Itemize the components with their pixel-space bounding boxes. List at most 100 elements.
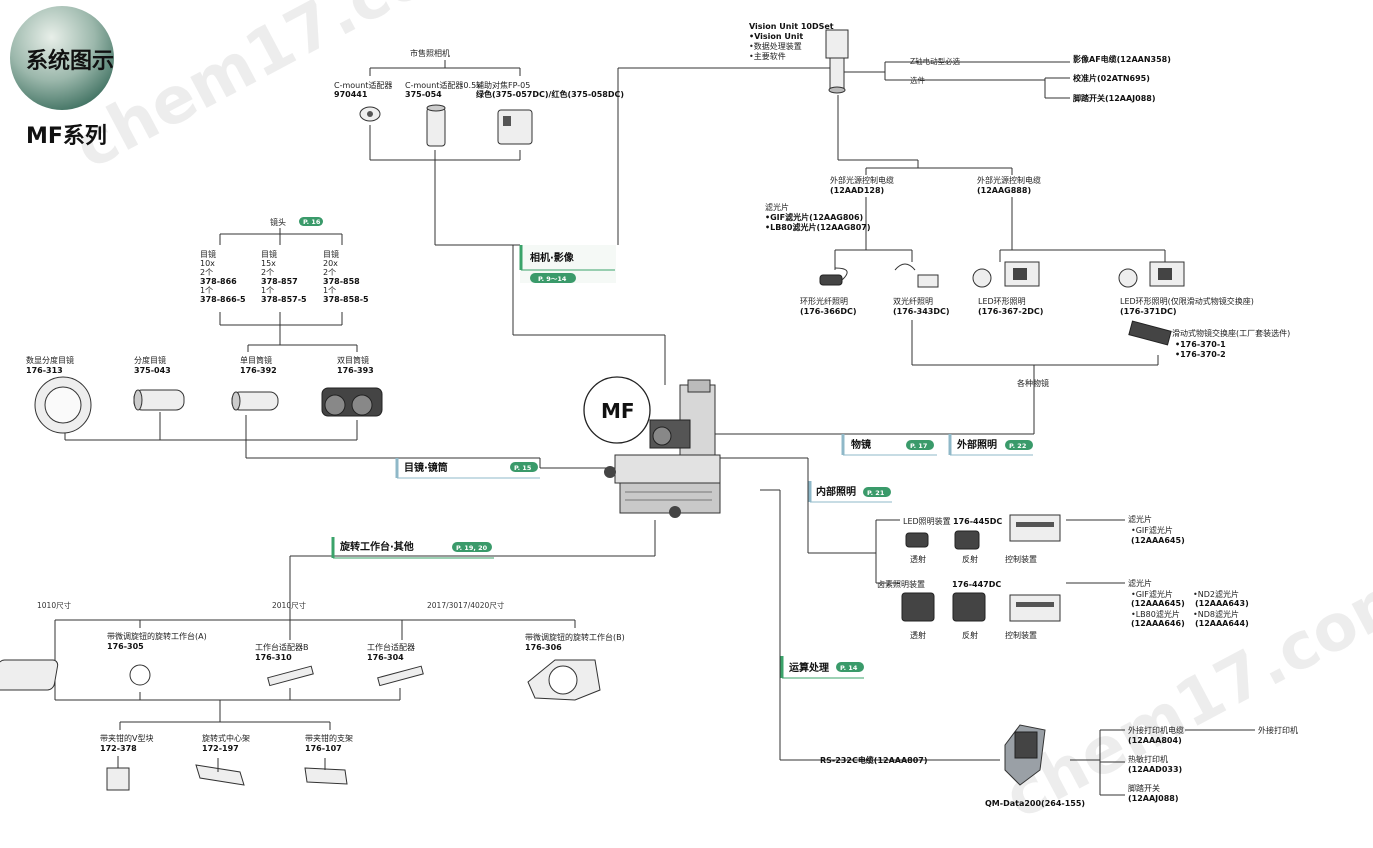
mf-circle [583, 376, 651, 444]
qm-data200-label: QM-Data200(264-155) [985, 799, 1085, 808]
ext-light-4-code: (176-371DC) [1120, 307, 1177, 316]
mf-label: MF [601, 399, 635, 423]
stage-item-1-code: 176-305 [107, 642, 144, 651]
stage-size-2010: 2010尺寸 [272, 600, 307, 610]
vision-unit-line-1: •Vision Unit [749, 32, 803, 41]
led-unit-code: 176-445DC [953, 517, 1002, 526]
header-circle [10, 6, 114, 110]
stage-acc-2-code: 172-197 [202, 744, 239, 753]
ext-light-2-name: 双光纤照明 [893, 296, 933, 306]
external-printer-label: 外接打印机 [1258, 725, 1298, 735]
section-eyepiece-badge [510, 462, 538, 472]
connector-lines [54, 60, 1255, 796]
led-transmitted-icon [905, 532, 929, 548]
led-transmitted-label: 透射 [910, 554, 926, 564]
mf-machine: MF [583, 376, 721, 518]
section-stage-page: P. 19, 20 [456, 544, 488, 552]
section-processing: 运算处理 P. 14 [780, 656, 864, 679]
section-stage-label: 旋转工作台·其他 [339, 540, 414, 553]
v-block-icon [106, 767, 130, 791]
filter-halogen-gif-code: (12AAA645) [1131, 599, 1185, 608]
section-objective-page: P. 17 [910, 442, 927, 450]
proc-item-1-code: (12AAA804) [1128, 736, 1182, 745]
vision-unit-group: Vision Unit 10DSet •Vision Unit •数据处理装置 … [749, 22, 1171, 103]
section-objective-badge [906, 440, 934, 450]
processing-group: RS-232C电缆(12AAA807) QM-Data200(264-155) … [820, 724, 1298, 808]
ring-fiber-light-icon [819, 274, 843, 286]
halogen-controller-label: 控制装置 [1005, 630, 1037, 640]
section-external-light-badge [1005, 440, 1033, 450]
led-reflected-icon [954, 530, 980, 550]
ext-light-3-code: (176-367-2DC) [978, 307, 1043, 316]
eyepiece-2-name: 分度目镜 [134, 355, 166, 365]
section-objective-label: 物镜 [851, 438, 871, 451]
lens-title: 镜头 [270, 217, 286, 227]
eyepiece-4-name: 双目筒镜 [337, 355, 369, 365]
ext-light-4-name: LED环形照明(仅限滑动式物镜交换座) [1120, 296, 1254, 306]
section-stage: 旋转工作台·其他 P. 19, 20 [331, 537, 494, 559]
rs232c-cable-label: RS-232C电缆(12AAA807) [820, 755, 928, 765]
section-eyepiece-page: P. 15 [514, 464, 532, 472]
camera-item-1-name: C-mount适配器 [334, 80, 392, 90]
lens-2-line-3: 2个 [261, 268, 274, 277]
section-stage-badge [452, 542, 492, 552]
dual-fiber-light-icon [894, 263, 916, 271]
filter-led-gif: •GIF滤光片 [1131, 525, 1173, 535]
light-cable-1-code: (12AAD128) [830, 186, 884, 195]
led-controller-icon [1009, 514, 1061, 542]
focus-pilot-icon [497, 109, 533, 145]
filter-top-title: 滤光片 [765, 202, 789, 212]
vision-item-calibration: 校准片(02ATN695) [1073, 73, 1150, 83]
vision-branch-option: 选件 [910, 75, 925, 85]
stage-item-4-name: 带微调旋钮的旋转工作台(B) [525, 632, 625, 642]
series-title: MF系列 [26, 124, 107, 149]
lens-group: 镜头 P. 16 目镜 10x 2个 378-866 1个 378-866-5 … [200, 217, 369, 304]
lens-3-line-2: 20x [323, 259, 338, 268]
halogen-unit-name: 卤素照明装置 [877, 579, 925, 589]
camera-item-3-name: 辅助对焦FP-05 [476, 80, 530, 90]
eyepiece-3-name: 单目筒镜 [240, 355, 272, 365]
section-objective: 物镜 P. 17 [841, 434, 937, 456]
lens-1-line-1: 目镜 [200, 249, 216, 259]
stage-size-2017: 2017/3017/4020尺寸 [427, 600, 505, 610]
lens-3-line-4: 378-858 [323, 277, 360, 286]
section-internal-light-page: P. 21 [867, 489, 885, 497]
stage-adapter-b-icon [267, 665, 314, 687]
stage-acc-3-code: 176-107 [305, 744, 342, 753]
lens-badge [299, 217, 323, 226]
slide-changer-code-2: •176-370-2 [1175, 350, 1226, 359]
camera-item-1-code: 970441 [334, 90, 368, 99]
objective-note: 各种物镜 [1017, 378, 1049, 388]
section-external-light: 外部照明 P. 22 [948, 434, 1033, 456]
filter-halogen-gif: •GIF滤光片 [1131, 589, 1173, 599]
lens-1-line-5: 1个 [200, 286, 213, 295]
proc-item-2-code: (12AAD033) [1128, 765, 1182, 774]
lens-2-line-4: 378-857 [261, 277, 298, 286]
ext-light-1-code: (176-366DC) [800, 307, 857, 316]
led-reflected-label: 反射 [962, 554, 978, 564]
stage-item-3-code: 176-304 [367, 653, 404, 662]
lens-3-line-3: 2个 [323, 268, 336, 277]
lens-page: P. 16 [303, 218, 321, 226]
camera-item-2-name: C-mount适配器0.5x [405, 80, 481, 90]
section-internal-light: 内部照明 P. 21 [808, 481, 892, 503]
section-eyepiece-label: 目镜·镜筒 [404, 461, 448, 474]
vision-branch-required: Z轴电动型必选 [910, 56, 961, 66]
halogen-transmitted-icon [901, 592, 935, 622]
ext-light-2-code: (176-343DC) [893, 307, 950, 316]
vision-unit-line-3: •主要软件 [749, 51, 786, 61]
halogen-transmitted-label: 透射 [910, 630, 926, 640]
section-camera: 相机·影像 P. 9～14 [519, 245, 616, 283]
stage-group: 1010尺寸 2010尺寸 2017/3017/4020尺寸 带微调旋钮的旋转工… [0, 600, 625, 791]
led-controller-label: 控制装置 [1005, 554, 1037, 564]
camera-item-2-code: 375-054 [405, 90, 442, 99]
camera-group: 市售照相机 C-mount适配器 970441 C-mount适配器0.5x 3… [334, 48, 624, 147]
section-processing-page: P. 14 [840, 664, 858, 672]
camera-group-title: 市售照相机 [410, 48, 450, 58]
filter-halogen-nd8: •ND8滤光片 [1193, 609, 1239, 619]
stage-size-1010: 1010尺寸 [37, 600, 72, 610]
led-ring-light-slide-icon [1118, 268, 1138, 288]
external-light-group: 外部光源控制电缆 (12AAD128) 外部光源控制电缆 (12AAG888) … [765, 175, 1290, 388]
lens-3-line-1: 目镜 [323, 249, 339, 259]
